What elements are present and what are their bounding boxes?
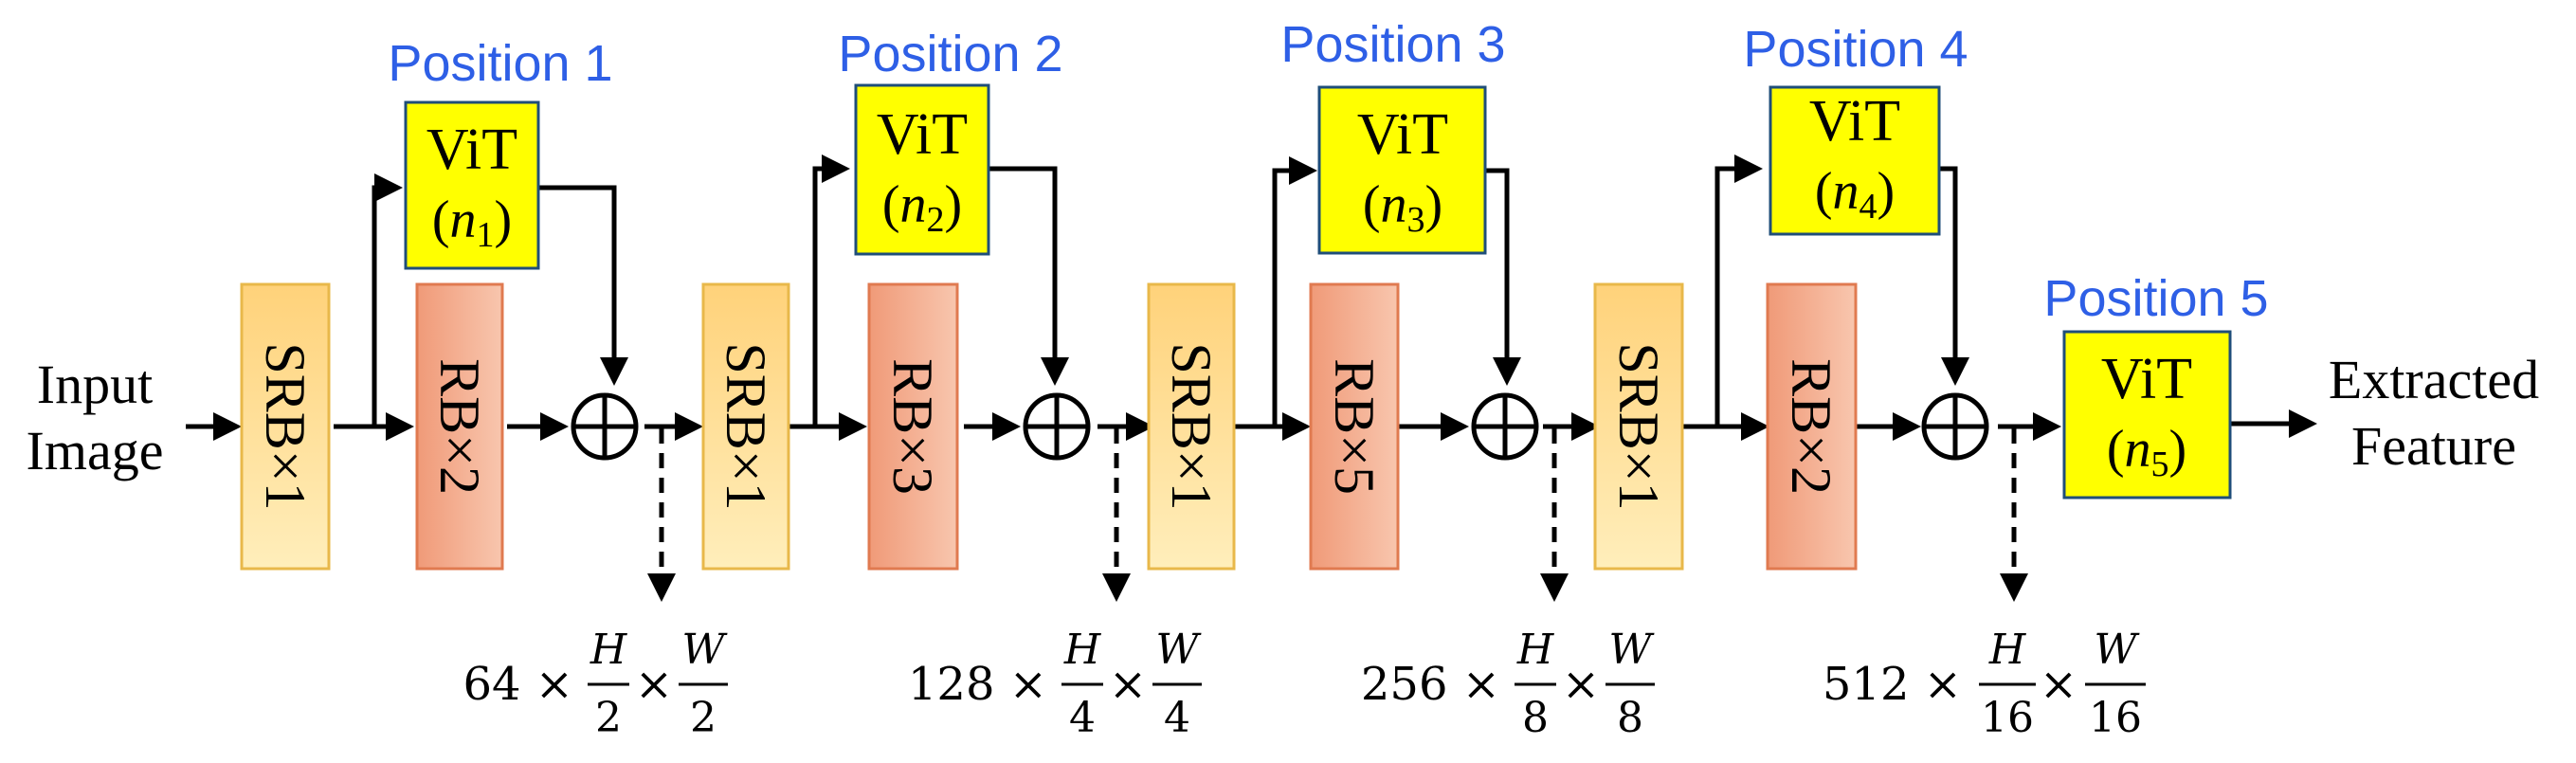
output-label-line1: Extracted bbox=[2329, 349, 2539, 410]
srb-block-2-label: SRB×1 bbox=[715, 342, 777, 510]
rb-block-4-label: RB×2 bbox=[1780, 358, 1842, 495]
rb-block-4: RB×2 bbox=[1766, 282, 1858, 571]
output-dim-1-w: W bbox=[681, 626, 728, 674]
vit-block-3-position: Position 3 bbox=[1280, 16, 1505, 73]
output-dim-4-h: H bbox=[1988, 626, 2027, 674]
srb-block-1-label: SRB×1 bbox=[254, 342, 317, 510]
vit-block-5-position: Position 5 bbox=[2043, 270, 2268, 327]
rb-block-1-label: RB×2 bbox=[428, 358, 491, 495]
vit-block-1-n: (n1) bbox=[432, 191, 512, 255]
srb-block-3-label: SRB×1 bbox=[1160, 342, 1223, 510]
output-dim-2-h-den: 4 bbox=[1069, 694, 1096, 742]
main-flow-wires bbox=[186, 409, 2317, 441]
output-dim-1-w-den: 2 bbox=[690, 694, 717, 742]
output-dim-3-w-den: 8 bbox=[1617, 694, 1643, 742]
sum-node-2 bbox=[1023, 392, 1091, 461]
vit-block-5-n: (n5) bbox=[2107, 420, 2186, 484]
vit-block-5-title: ViT bbox=[2101, 347, 2192, 411]
output-dim-3-h-den: 8 bbox=[1522, 694, 1549, 742]
vit-block-1-position: Position 1 bbox=[388, 35, 612, 92]
output-dim-3-prefix: 256 × bbox=[1361, 658, 1500, 711]
output-dim-4-h-den: 16 bbox=[1981, 694, 2034, 742]
vit-block-3-n: (n3) bbox=[1363, 175, 1442, 240]
input-label-line1: Input bbox=[37, 354, 153, 415]
vit-block-5: Position 5 ViT (n5) bbox=[2043, 270, 2269, 500]
output-dim-2-times: × bbox=[1109, 658, 1147, 711]
sum-node-1 bbox=[571, 392, 639, 461]
output-dim-4-w-den: 16 bbox=[2089, 694, 2142, 742]
feature-tap-wires bbox=[647, 428, 2028, 602]
output-dim-3-times: × bbox=[1562, 658, 1600, 711]
vit-block-2-position: Position 2 bbox=[838, 26, 1062, 82]
output-dim-4-prefix: 512 × bbox=[1823, 658, 1962, 711]
output-dim-2-prefix: 128 × bbox=[908, 658, 1047, 711]
rb-block-2: RB×3 bbox=[867, 282, 959, 571]
vit-block-3: Position 3 ViT (n3) bbox=[1280, 16, 1506, 255]
output-dim-1: 64 × H 2 × W 2 bbox=[463, 626, 728, 742]
rb-block-3-label: RB×5 bbox=[1323, 358, 1386, 495]
output-dim-4-times: × bbox=[2040, 658, 2077, 711]
vit-block-4-n: (n4) bbox=[1815, 162, 1895, 227]
output-dim-1-h-den: 2 bbox=[595, 694, 622, 742]
vit-block-2-title: ViT bbox=[877, 102, 968, 167]
sum-node-4 bbox=[1921, 392, 1989, 461]
vit-block-4-title: ViT bbox=[1809, 89, 1900, 154]
vit-block-2-n: (n2) bbox=[882, 175, 962, 240]
output-label-line2: Feature bbox=[2351, 415, 2516, 477]
srb-block-4-label: SRB×1 bbox=[1607, 342, 1670, 510]
input-label-line2: Image bbox=[27, 420, 164, 481]
output-dim-2-w: W bbox=[1155, 626, 1202, 674]
output-dim-1-times: × bbox=[635, 658, 673, 711]
output-dim-1-h: H bbox=[590, 626, 628, 674]
output-dim-3-h: H bbox=[1516, 626, 1555, 674]
output-dim-3-w: W bbox=[1608, 626, 1655, 674]
srb-block-2: SRB×1 bbox=[701, 282, 790, 571]
vit-block-2: Position 2 ViT (n2) bbox=[838, 26, 1063, 256]
rb-block-2-label: RB×3 bbox=[881, 358, 944, 495]
vit-block-1: Position 1 ViT (n1) bbox=[388, 35, 613, 270]
output-dim-4: 512 × H 16 × W 16 bbox=[1823, 626, 2146, 742]
output-dim-3: 256 × H 8 × W 8 bbox=[1361, 626, 1655, 742]
srb-block-3: SRB×1 bbox=[1147, 282, 1236, 571]
rb-block-1: RB×2 bbox=[415, 282, 504, 571]
vit-block-3-title: ViT bbox=[1357, 102, 1448, 167]
vit-block-4-position: Position 4 bbox=[1743, 21, 1968, 78]
vit-branch-wires bbox=[372, 154, 1969, 427]
srb-block-4: SRB×1 bbox=[1593, 282, 1684, 571]
output-dim-2-h: H bbox=[1063, 626, 1102, 674]
output-dim-2: 128 × H 4 × W 4 bbox=[908, 626, 1202, 742]
vit-block-1-title: ViT bbox=[426, 118, 517, 182]
vit-block-4: Position 4 ViT (n4) bbox=[1743, 21, 1968, 236]
srb-block-1: SRB×1 bbox=[240, 282, 331, 571]
sum-node-3 bbox=[1471, 392, 1539, 461]
output-dim-2-w-den: 4 bbox=[1164, 694, 1190, 742]
rb-block-3: RB×5 bbox=[1309, 282, 1400, 571]
output-dim-4-w: W bbox=[2094, 626, 2140, 674]
output-dim-1-prefix: 64 × bbox=[463, 658, 573, 711]
